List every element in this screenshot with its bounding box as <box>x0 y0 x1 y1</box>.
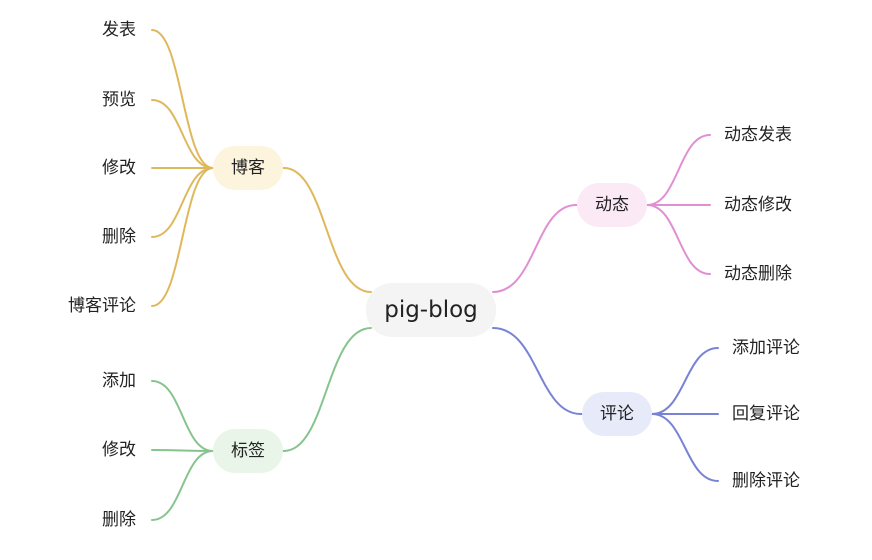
tag-child-node: 添加 <box>102 371 136 391</box>
nodes-layer: pig-blog博客发表预览修改删除博客评论标签添加修改删除动态动态发表动态修改… <box>68 20 800 530</box>
branch-node-blog-box <box>213 146 283 190</box>
blog-child-link <box>151 167 214 307</box>
comment-child-link <box>651 347 719 415</box>
branch-node-tag: 标签 <box>213 429 283 473</box>
branch-node-tag-box <box>213 429 283 473</box>
tag-root-link <box>281 327 372 452</box>
branch-node-blog-label: 博客 <box>231 158 265 178</box>
tag-child-node: 修改 <box>102 440 136 460</box>
branch-node-moment-box <box>577 183 647 227</box>
root-node-label: pig-blog <box>384 297 478 323</box>
moment-child-node: 动态修改 <box>724 195 792 215</box>
branch-node-comment-box <box>582 392 652 436</box>
blog-child-link <box>151 167 214 238</box>
blog-child-link <box>151 29 214 169</box>
blog-child-link <box>151 99 214 169</box>
tag-child-node: 删除 <box>102 510 136 530</box>
blog-child-node: 预览 <box>102 90 136 110</box>
blog-child-node: 修改 <box>102 158 136 178</box>
moment-child-link <box>646 204 711 275</box>
moment-child-node: 动态删除 <box>724 264 792 284</box>
branch-node-blog: 博客 <box>213 146 283 190</box>
comment-child-link <box>651 413 719 482</box>
root-node-box <box>366 283 496 337</box>
blog-root-link <box>281 167 372 293</box>
branch-node-comment-label: 评论 <box>600 404 634 424</box>
blog-child-node: 发表 <box>102 20 136 40</box>
moment-root-link <box>492 204 579 293</box>
comment-child-node: 删除评论 <box>732 471 800 491</box>
comment-child-node: 回复评论 <box>732 404 800 424</box>
blog-child-node: 博客评论 <box>68 296 136 316</box>
branch-node-comment: 评论 <box>582 392 652 436</box>
branch-node-moment-label: 动态 <box>595 195 629 215</box>
moment-child-node: 动态发表 <box>724 125 792 145</box>
tag-child-link <box>151 449 214 452</box>
comment-child-node: 添加评论 <box>732 338 800 358</box>
links-layer <box>151 29 719 521</box>
branch-node-moment: 动态 <box>577 183 647 227</box>
blog-child-node: 删除 <box>102 227 136 247</box>
tag-child-link <box>151 380 214 452</box>
tag-child-link <box>151 450 214 521</box>
moment-child-link <box>646 134 711 206</box>
root-node: pig-blog <box>366 283 496 337</box>
comment-root-link <box>492 327 584 415</box>
branch-node-tag-label: 标签 <box>231 441 265 461</box>
